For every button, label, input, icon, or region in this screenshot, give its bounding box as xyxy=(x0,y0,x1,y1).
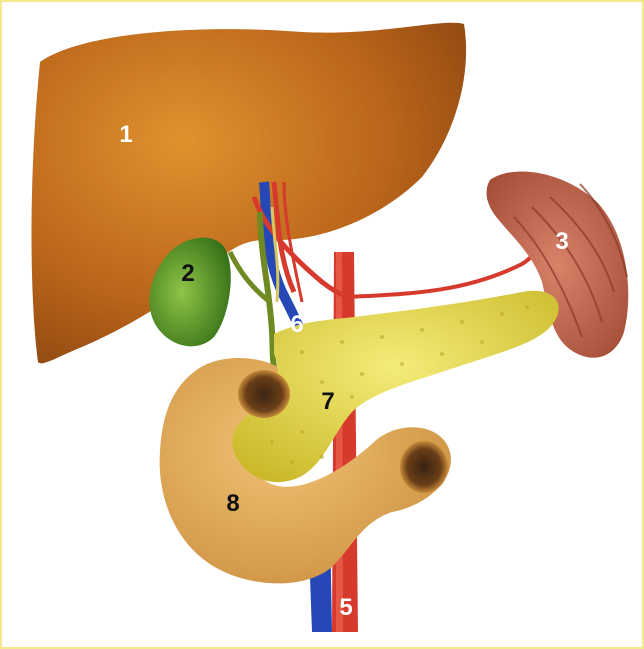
label-4-aorta-branch: 4 xyxy=(295,274,321,298)
label-6-portal-vein: 6 xyxy=(284,313,310,337)
label-8-duodenum: 8 xyxy=(220,492,246,516)
aorta xyxy=(332,252,358,632)
label-1-liver: 1 xyxy=(113,123,139,147)
label-3-spleen: 3 xyxy=(549,230,575,254)
duodenum-opening-upper xyxy=(238,370,290,418)
splenic-artery xyxy=(347,240,542,297)
duodenum-opening-jejunal xyxy=(400,441,448,493)
label-2-gallbladder: 2 xyxy=(175,262,201,286)
label-7-pancreas: 7 xyxy=(315,390,341,414)
label-5-aorta: 5 xyxy=(333,596,359,620)
